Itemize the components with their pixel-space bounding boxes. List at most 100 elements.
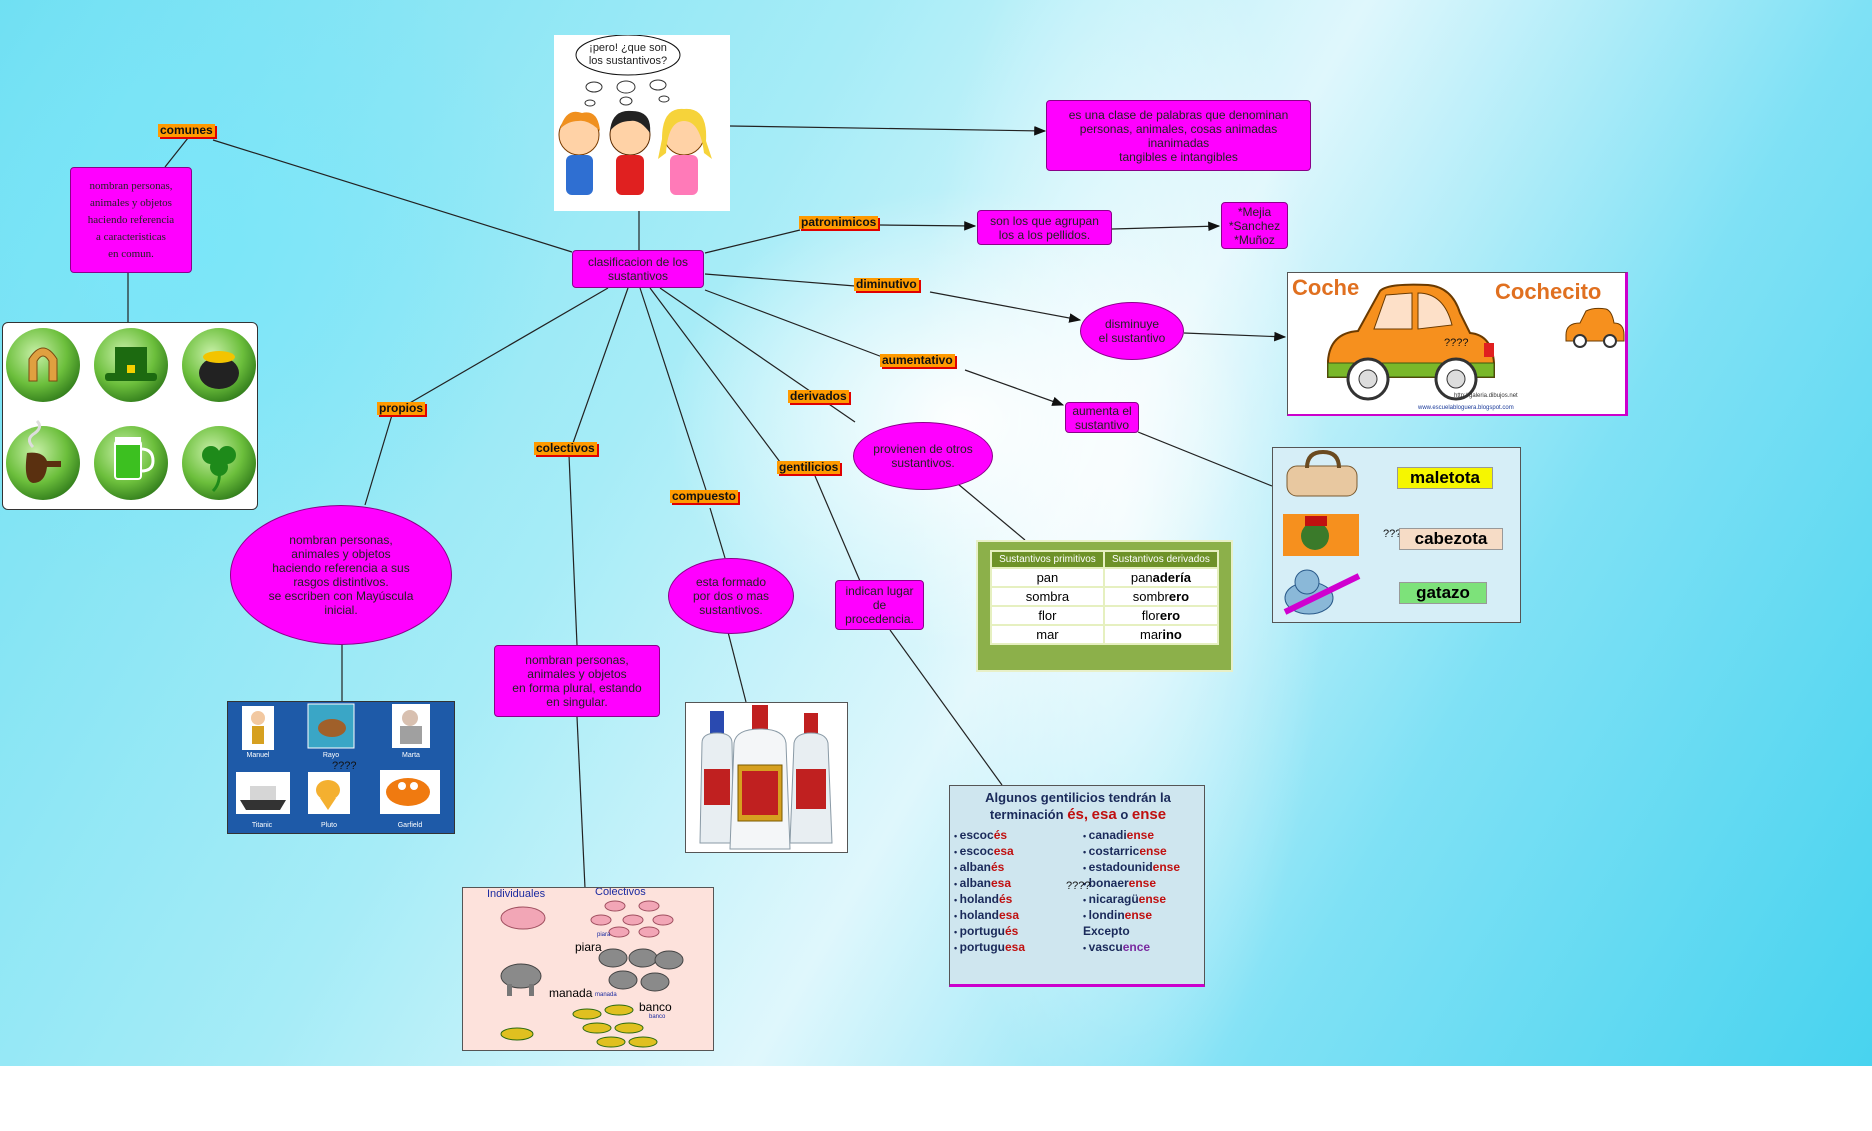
- link-diminutivo-image: [1184, 333, 1285, 337]
- list-item: • escocés: [954, 828, 1074, 844]
- name-manuel: Manuel: [228, 752, 288, 759]
- gentilicio-stem: vascu: [1089, 940, 1123, 954]
- patronimicos-examples[interactable]: *Mejia *Sanchez *Muñoz: [1221, 202, 1288, 249]
- fish-icon: [501, 1028, 533, 1040]
- table-row: sombrasombrero: [991, 587, 1218, 606]
- patronimicos-description[interactable]: son los que agrupan los a los pellidos.: [977, 210, 1112, 245]
- derived-stem: flor: [1142, 608, 1160, 623]
- definition-node[interactable]: es una clase de palabras que denominan p…: [1046, 100, 1311, 171]
- link-patronimicos-desc: [880, 225, 975, 226]
- gentilicios-title-2: terminación és, esa o ense: [950, 806, 1205, 823]
- tag-diminutivo[interactable]: diminutivo: [854, 278, 919, 291]
- gentilicio-stem: londin: [1089, 908, 1125, 922]
- name-titanic: Titanic: [232, 822, 292, 829]
- gentilicios-description[interactable]: indican lugar de procedencia.: [835, 580, 924, 630]
- suitcase-icon: [1287, 452, 1357, 496]
- mind-map-canvas: ¡pero! ¿que son los sustantivos? es una …: [0, 0, 1872, 1066]
- tag-compuesto[interactable]: compuesto: [670, 490, 738, 503]
- central-node[interactable]: clasificacion de los sustantivos: [572, 250, 704, 288]
- gentilicio-stem: portugu: [960, 940, 1005, 954]
- gentilicio-suffix: és: [999, 892, 1012, 906]
- link-central-diminutivo: [705, 274, 855, 286]
- gentilicio-suffix: ense: [1153, 860, 1180, 874]
- gentilicio-suffix: és: [994, 828, 1007, 842]
- boy-manuel-icon: [242, 706, 274, 750]
- derived-suffix: adería: [1153, 570, 1191, 585]
- link-propios-desc: [365, 415, 392, 505]
- aumentativo-description[interactable]: aumenta el sustantivo: [1065, 402, 1139, 433]
- diminutivo-question-marks: ????: [1444, 337, 1468, 349]
- derived-suffix: ino: [1162, 627, 1182, 642]
- compuesto-description[interactable]: esta formado por dos o mas sustantivos.: [668, 558, 794, 634]
- primitive-cell: flor: [991, 606, 1104, 625]
- gentilicios-left-column: • escocés• escocesa• albanés• albanesa• …: [954, 828, 1074, 956]
- table-header-primitivos: Sustantivos primitivos: [991, 551, 1104, 568]
- derived-cell: marino: [1104, 625, 1218, 644]
- link-central-aumentativo: [705, 290, 885, 358]
- pipe-icon: [6, 421, 80, 500]
- elephant-icon: [501, 964, 541, 996]
- gentilicio-stem: escoc: [960, 844, 994, 858]
- comunes-description[interactable]: nombran personas, animales y objetos hac…: [70, 167, 192, 273]
- head-icon: [1283, 514, 1359, 556]
- ending-o: o: [1120, 807, 1128, 822]
- bottle-right-icon: [790, 713, 832, 843]
- colectivos-description[interactable]: nombran personas, animales y objetos en …: [494, 645, 660, 717]
- propios-description[interactable]: nombran personas, animales y objetos hac…: [230, 505, 452, 645]
- link-gentilicios-desc: [815, 476, 860, 581]
- gentilicio-stem: canadi: [1089, 828, 1127, 842]
- gentilicio-stem: Excepto: [1083, 924, 1130, 938]
- gentilicio-suffix: és: [991, 860, 1004, 874]
- tag-patronimicos[interactable]: patronimicos: [799, 216, 878, 229]
- link-compuesto-desc: [710, 508, 725, 558]
- gentilicio-suffix: és: [1005, 924, 1018, 938]
- link-central-comunes: [213, 140, 572, 252]
- tag-aumentativo[interactable]: aumentativo: [880, 354, 955, 367]
- gentilicios-title-1: Algunos gentilicios tendrán la: [950, 790, 1205, 805]
- gentilicio-suffix: esa: [999, 908, 1019, 922]
- table-header-derivados: Sustantivos derivados: [1104, 551, 1218, 568]
- comunes-icons-image: [2, 322, 258, 510]
- tag-gentilicios[interactable]: gentilicios: [777, 461, 840, 474]
- gentilicio-stem: escoc: [960, 828, 994, 842]
- table-row: marmarino: [991, 625, 1218, 644]
- colectivos-animals-image: Individuales Colectivos piara piara mana…: [462, 887, 714, 1051]
- name-rayo: Rayo: [301, 752, 361, 759]
- tag-propios[interactable]: propios: [377, 402, 425, 415]
- ending-es: és,: [1067, 806, 1088, 823]
- aumentativo-examples-image: maletota ???? cabezota gatazo: [1272, 447, 1521, 623]
- list-item: • portuguesa: [954, 940, 1074, 956]
- link-aumentativo-desc: [965, 370, 1063, 405]
- list-item: Excepto: [1083, 924, 1205, 940]
- girl-right: [658, 109, 712, 195]
- tag-derivados[interactable]: derivados: [788, 390, 849, 403]
- diminutivo-url-1: http://galeria.dibujos.net: [1454, 393, 1518, 399]
- elephant-herd-icon: [599, 949, 683, 991]
- gentilicios-question-marks: ????: [1066, 880, 1090, 892]
- gentilicio-suffix: ense: [1139, 892, 1166, 906]
- ending-esa: esa: [1092, 806, 1117, 823]
- derivados-description[interactable]: provienen de otros sustantivos.: [853, 422, 993, 490]
- gentilicio-suffix: ense: [1139, 844, 1166, 858]
- horse-rayo-icon: [308, 704, 354, 748]
- aguardiente-bottles-image: [685, 702, 848, 853]
- bottle-left-icon: [700, 711, 734, 843]
- tag-comunes[interactable]: comunes: [158, 124, 215, 137]
- diminutivo-description[interactable]: disminuye el sustantivo: [1080, 302, 1184, 360]
- dog-pluto-icon: [308, 772, 350, 814]
- boy-left: [559, 112, 600, 195]
- primitive-cell: mar: [991, 625, 1104, 644]
- derived-suffix: ero: [1160, 608, 1180, 623]
- banco-label: banco: [639, 1000, 672, 1014]
- primitive-cell: sombra: [991, 587, 1104, 606]
- link-aumentativo-image: [1138, 432, 1272, 486]
- tag-colectivos[interactable]: colectivos: [534, 442, 597, 455]
- diminutivo-url-2: www.escuelabloguera.blogspot.com: [1418, 405, 1514, 411]
- derivados-table-image: Sustantivos primitivos Sustantivos deriv…: [976, 540, 1233, 672]
- list-item: • portugués: [954, 924, 1074, 940]
- gentilicios-right-column: • canadiense• costarricense• estadounide…: [1083, 828, 1205, 956]
- small-car-icon: [1566, 308, 1624, 347]
- gentilicio-stem: bonaer: [1089, 876, 1129, 890]
- gentilicios-list-image: Algunos gentilicios tendrán la terminaci…: [949, 785, 1205, 987]
